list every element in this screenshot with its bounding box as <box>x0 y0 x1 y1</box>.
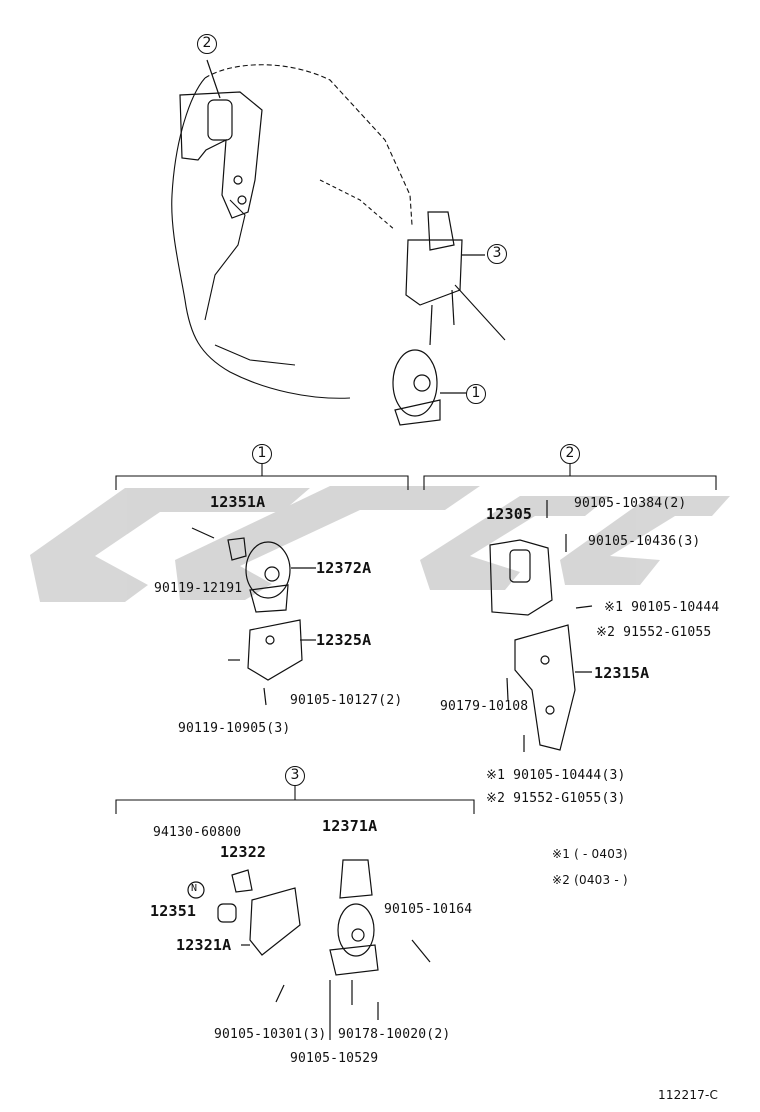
part-label-12371A: 12371A <box>322 817 378 835</box>
part-label-12315A: 12315A <box>594 664 650 682</box>
part-label-90105-10529: 90105-10529 <box>290 1051 379 1066</box>
part-label-90119-10905: 90119-10905(3) <box>178 721 291 736</box>
group2-drawings <box>489 500 593 752</box>
note-2: ※2 (0403 - ) <box>552 873 628 887</box>
part-label-12305: 12305 <box>486 505 533 523</box>
callout-3-overview: 3 <box>487 244 507 264</box>
callout-2-overview: 2 <box>197 34 217 54</box>
part-label-91552-g1055-b: ※2 91552-G1055(3) <box>486 791 626 806</box>
part-label-90105-10444-a: ※1 90105-10444 <box>604 600 720 615</box>
group3-drawings <box>187 859 431 1040</box>
note-1: ※1 ( - 0403) <box>552 847 628 861</box>
part-12371A-shape <box>339 859 373 899</box>
engine-detail-3 <box>214 344 296 366</box>
group3-bracket <box>115 799 475 814</box>
part-label-90105-10436: 90105-10436(3) <box>588 534 701 549</box>
group3-header: 3 <box>285 766 305 786</box>
diagram-id: 112217-C <box>658 1088 719 1102</box>
part-label-90105-10301: 90105-10301(3) <box>214 1027 327 1042</box>
part-label-90119-12191: 90119-12191 <box>154 581 243 596</box>
part-label-12351A: 12351A <box>210 493 266 511</box>
group2-header: 2 <box>560 444 580 464</box>
part-label-12322: 12322 <box>220 843 267 861</box>
callout-1-overview: 1 <box>466 384 486 404</box>
lower-mount-overview <box>392 349 466 426</box>
part-label-90105-10444-b: ※1 90105-10444(3) <box>486 768 626 783</box>
part-12322-shape <box>231 869 253 893</box>
part-label-90105-10384: 90105-10384(2) <box>574 496 687 511</box>
part-label-90179-10108: 90179-10108 <box>440 699 529 714</box>
part-label-12325A: 12325A <box>316 631 372 649</box>
part-label-12351: 12351 <box>150 902 197 920</box>
part-12351A-shape <box>227 537 247 561</box>
part-12315A-shape <box>514 624 576 751</box>
part-12351-shape <box>217 903 237 923</box>
watermark-logo <box>30 486 730 602</box>
part-12305-shape <box>489 539 553 616</box>
upper-mount-overview <box>179 59 263 219</box>
part-label-12321A: 12321A <box>176 936 232 954</box>
engine-outline-top <box>204 64 413 226</box>
group1-header: 1 <box>252 444 272 464</box>
leader-line <box>454 284 506 341</box>
part-label-90178-10020: 90178-10020(2) <box>338 1027 451 1042</box>
group-brackets <box>115 464 717 814</box>
part-12372A-shape <box>245 541 291 599</box>
part-label-12372A: 12372A <box>316 559 372 577</box>
engine-overview <box>171 64 506 399</box>
part-12321A-shape <box>249 887 301 956</box>
side-mount-overview <box>405 211 485 346</box>
part-label-90105-10127: 90105-10127(2) <box>290 693 403 708</box>
group1-drawings <box>191 527 316 706</box>
part-12325A-shape <box>247 619 303 681</box>
engine-outline-left <box>171 77 351 399</box>
engine-detail-2 <box>319 179 396 231</box>
part-label-94130-60800: 94130-60800 <box>153 825 242 840</box>
part-94130-60800-shape <box>187 881 205 899</box>
nut-letter: N <box>191 883 198 894</box>
part-label-90105-10164: 90105-10164 <box>384 902 473 917</box>
part-label-91552-g1055-a: ※2 91552-G1055 <box>596 625 712 640</box>
engine-detail-1 <box>204 199 246 321</box>
